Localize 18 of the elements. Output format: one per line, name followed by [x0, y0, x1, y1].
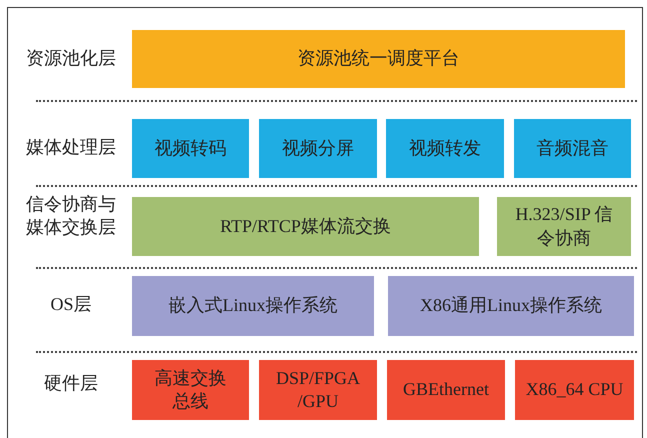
layer-box: 音频混音 — [514, 119, 631, 178]
layer-box: GBEthernet — [387, 360, 505, 420]
layer-box: 资源池统一调度平台 — [132, 30, 625, 88]
layer-label: 资源池化层 — [25, 47, 117, 70]
layer-box: DSP/FPGA /GPU — [259, 360, 377, 420]
layer-box: 视频转发 — [386, 119, 504, 178]
layer-box: RTP/RTCP媒体流交换 — [132, 197, 479, 256]
layer-box: 嵌入式Linux操作系统 — [132, 276, 374, 336]
layer-label: 信令协商与媒体交换层 — [25, 192, 117, 239]
layer-box: H.323/SIP 信令协商 — [497, 197, 631, 256]
layer-label: 硬件层 — [43, 372, 99, 396]
layer-box: 视频分屏 — [259, 119, 377, 178]
layer-box: 视频转码 — [132, 119, 249, 178]
layer-box: X86通用Linux操作系统 — [388, 276, 634, 336]
layer-label: 媒体处理层 — [25, 136, 117, 160]
layer-box: X86_64 CPU — [515, 360, 634, 420]
layer-label: OS层 — [49, 293, 92, 316]
layer-box: 高速交换总线 — [132, 360, 249, 420]
